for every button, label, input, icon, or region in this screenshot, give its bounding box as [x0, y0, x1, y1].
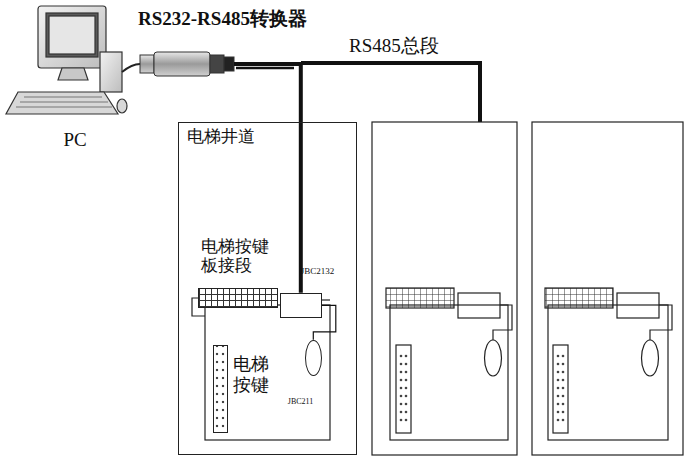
- node-label: PC: [20, 129, 130, 151]
- key-dot: [400, 411, 403, 414]
- key-dot: [562, 403, 565, 406]
- key-dot: [405, 419, 408, 422]
- shaft-box: 电梯井道电梯按键板接段JBC2132电梯按键JBC211: [178, 122, 357, 455]
- key-dot: [562, 395, 565, 398]
- key-dot: [557, 355, 560, 358]
- key-dot: [405, 411, 408, 414]
- terminal-block: 电梯按键板接段: [198, 288, 278, 308]
- bus-label: RS485总段: [346, 33, 442, 59]
- node-label: 电梯井道: [187, 127, 255, 147]
- node-label: 电梯按键板接段: [201, 237, 277, 276]
- key-dot: [400, 395, 403, 398]
- node-label: JBC2132: [301, 266, 335, 276]
- key-dot: [562, 411, 565, 414]
- key-dot: [400, 355, 403, 358]
- elevator-keypad: 电梯按键: [213, 345, 228, 433]
- rs485-bus: [236, 67, 294, 70]
- key-dot: [557, 403, 560, 406]
- key-dot: [557, 371, 560, 374]
- key-dot: [405, 379, 408, 382]
- key-dot: [562, 371, 565, 374]
- pc-icon: [6, 6, 140, 114]
- jbc2132-module: JBC2132: [280, 293, 322, 318]
- elevator-shaft: [532, 122, 683, 455]
- key-dot: [400, 379, 403, 382]
- key-dot: [562, 387, 565, 390]
- key-dot: [562, 363, 565, 366]
- key-dot: [557, 411, 560, 414]
- key-dot: [562, 355, 565, 358]
- key-dot: [557, 419, 560, 422]
- key-dot: [400, 419, 403, 422]
- key-dot: [557, 363, 560, 366]
- key-dot: [400, 403, 403, 406]
- key-dot: [400, 363, 403, 366]
- keypad-buttons: [400, 355, 565, 422]
- converter-node: RS232-RS485转换器: [140, 52, 234, 76]
- key-dot: [405, 403, 408, 406]
- key-dot: [557, 395, 560, 398]
- jbc211-handset: JBC211: [305, 340, 322, 376]
- key-dot: [557, 387, 560, 390]
- key-dot: [562, 419, 565, 422]
- elevator-shaft: [372, 122, 517, 455]
- key-dot: [400, 371, 403, 374]
- key-dot: [405, 395, 408, 398]
- key-dot: [405, 355, 408, 358]
- key-dot: [400, 387, 403, 390]
- node-label: 电梯按键: [233, 354, 273, 397]
- key-dot: [405, 363, 408, 366]
- key-dot: [562, 379, 565, 382]
- key-dot: [557, 379, 560, 382]
- node-label: JBC211: [288, 397, 314, 406]
- pc-node: PC: [20, 5, 130, 123]
- panel-wiring: [192, 298, 330, 440]
- node-label: RS232-RS485转换器: [138, 8, 307, 30]
- key-dot: [405, 387, 408, 390]
- converter-icon: [140, 52, 234, 76]
- key-dot: [405, 371, 408, 374]
